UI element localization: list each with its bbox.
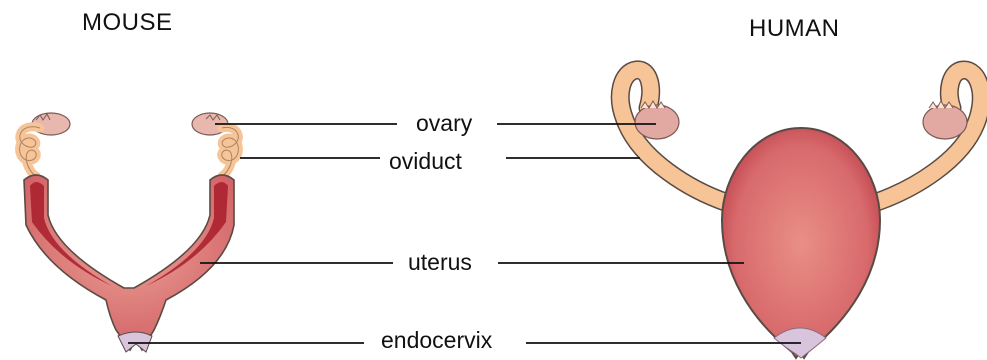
uterus-label: uterus (408, 249, 472, 276)
mouse-endocervix (118, 332, 152, 352)
ovary-label: ovary (416, 110, 472, 137)
oviduct-label: oviduct (389, 148, 462, 175)
mouse-oviduct-left (20, 127, 40, 176)
mouse-title: MOUSE (82, 9, 173, 37)
human-uterus (722, 128, 880, 358)
mouse-reproductive-tract (20, 113, 239, 352)
human-title: HUMAN (749, 15, 840, 43)
human-ovary-right (923, 105, 967, 139)
endocervix-label: endocervix (381, 327, 492, 354)
human-ovary-left (635, 105, 679, 139)
human-reproductive-tract (620, 70, 981, 358)
